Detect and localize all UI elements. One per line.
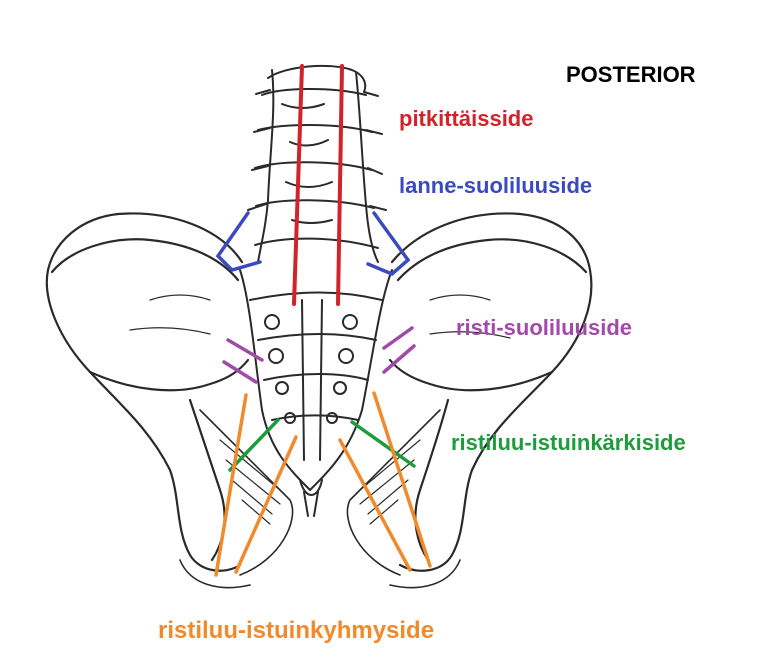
right-ilium-sketch [390,213,591,570]
view-label: POSTERIOR [566,62,696,88]
longitudinal-ligament-right-line [338,66,342,304]
sacrotuberous-ligament-right-outer [374,393,430,566]
sacroiliac-ligament-label: risti-suoliluuside [456,315,632,341]
sacroiliac-ligament-right-upper [384,328,412,348]
sacrotuberous-ligament-left-outer [216,395,246,575]
sacrotuberous-ligament [216,393,430,575]
iliolumbar-ligament-label: lanne-suoliluuside [399,173,592,199]
sacroiliac-ligament-left-upper [228,340,262,360]
sacrotuberous-ligament-left-inner [236,437,296,572]
longitudinal-ligament [294,66,342,304]
sacrotuberous-ligament-right-inner [340,440,410,570]
sacroiliac-ligament-left-lower [224,362,256,382]
longitudinal-ligament-label: pitkittäisside [399,106,533,132]
sacrospinous-ligament-right [352,422,414,466]
iliolumbar-ligament-right [368,213,408,274]
lumbar-spine-sketch [248,66,386,262]
left-ilium-sketch [47,213,248,570]
sacrospinous-ligament-label: ristiluu-istuinkärkiside [451,430,686,456]
sacrotuberous-ligament-label: ristiluu-istuinkyhmyside [158,617,434,645]
sacrum-sketch [240,270,392,516]
